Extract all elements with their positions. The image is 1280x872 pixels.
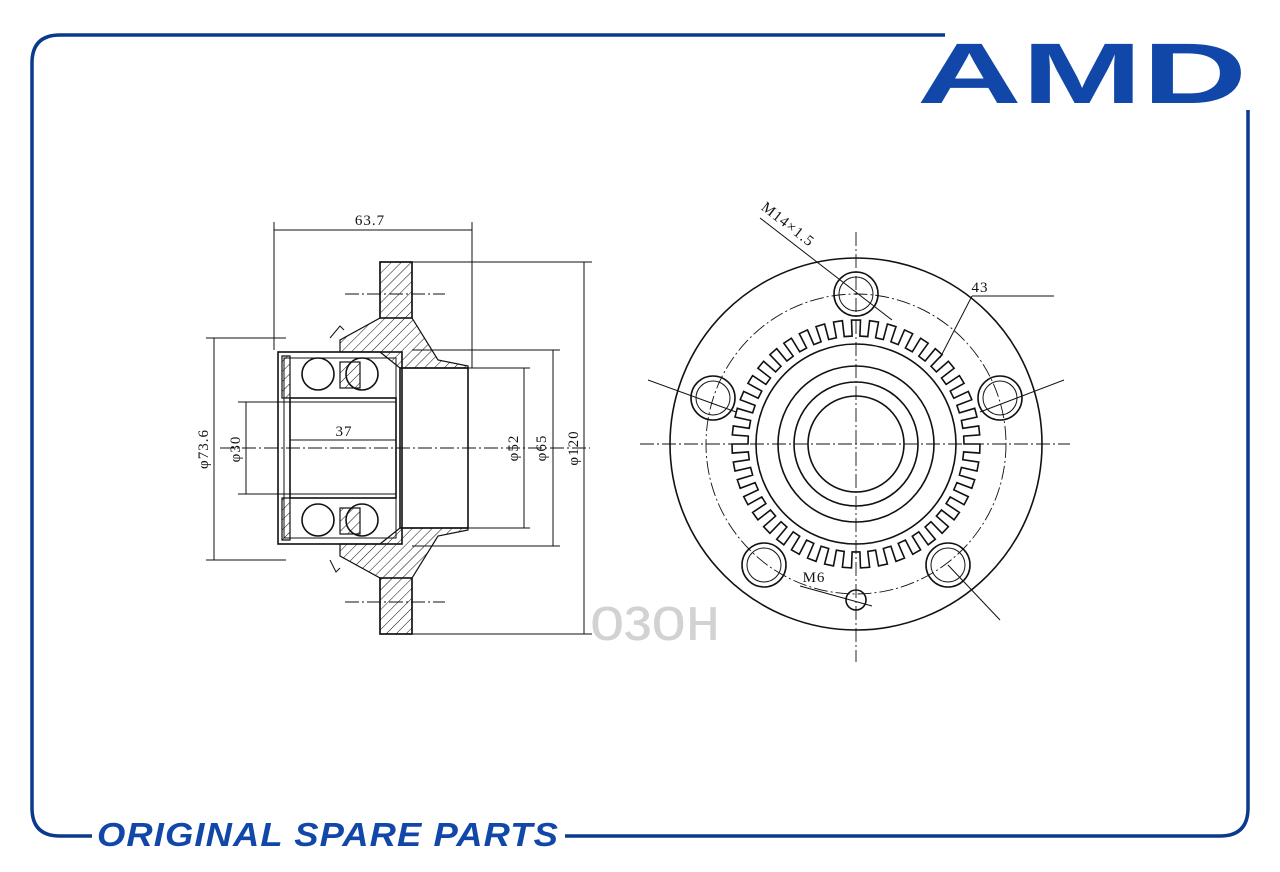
side-view: 63.7 37 φ73.6 φ30 φ52 φ65 φ120 — [196, 213, 592, 635]
amd-logo: AMD — [917, 26, 1247, 122]
ozon-watermark: озон — [590, 585, 720, 654]
label-43: 43 — [972, 280, 989, 296]
dim-37: 37 — [336, 424, 353, 440]
label-m6: M6 — [803, 570, 826, 586]
abs-teeth-outline — [731, 319, 981, 569]
dim-dia-52: φ52 — [506, 435, 522, 462]
dim-dia-65: φ65 — [534, 435, 550, 462]
dim-dia-30: φ30 — [228, 436, 244, 463]
label-m14x1-5: M14×1.5 — [758, 199, 817, 250]
dim-dia-73-6: φ73.6 — [196, 429, 212, 469]
dim-63-7: 63.7 — [355, 213, 385, 229]
abs-tooth-ring — [731, 319, 981, 569]
frame-border — [30, 33, 1250, 838]
dim-dia-120: φ120 — [566, 430, 582, 465]
footer-tagline: ORIGINAL SPARE PARTS — [97, 816, 559, 853]
amd-logo-text: AMD — [917, 26, 1247, 122]
